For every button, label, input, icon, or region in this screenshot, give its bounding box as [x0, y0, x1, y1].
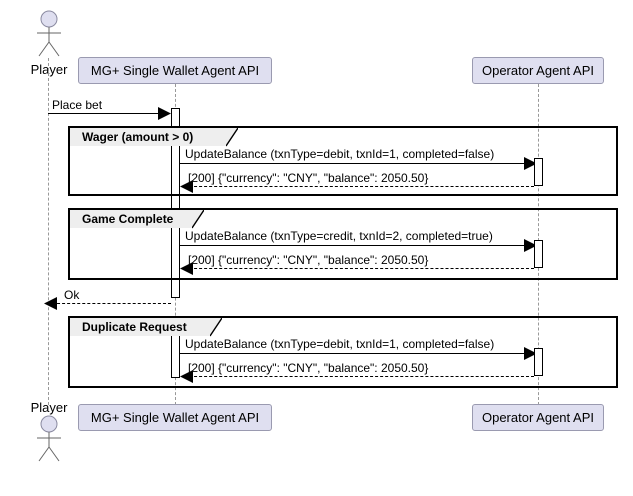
fragment-tab-game-complete — [70, 210, 192, 228]
message-arrowhead-response-2 — [180, 262, 193, 275]
message-arrowhead-update-balance-debit-1 — [524, 157, 537, 170]
activation-operator-2 — [534, 240, 543, 268]
message-label-update-balance-debit-1: UpdateBalance (txnType=debit, txnId=1, c… — [185, 147, 495, 161]
fragment-label-game-complete: Game Complete — [82, 212, 174, 226]
participant-operator-bottom[interactable]: Operator Agent API — [472, 404, 604, 431]
fragment-tab-corner-duplicate-request — [210, 318, 222, 337]
participant-mgplus-bottom[interactable]: MG+ Single Wallet Agent API — [78, 404, 272, 431]
message-label-ok: Ok — [64, 288, 80, 302]
message-arrowhead-update-balance-debit-2 — [524, 347, 537, 360]
message-line-update-balance-debit-2 — [180, 353, 532, 354]
message-label-response-2: [200] {"currency": "CNY", "balance": 205… — [188, 253, 429, 267]
message-arrowhead-place-bet — [158, 107, 171, 120]
message-line-update-balance-credit — [180, 245, 532, 246]
player-actor-bottom-icon — [37, 415, 61, 462]
fragment-game-complete — [68, 208, 618, 280]
message-label-response-1: [200] {"currency": "CNY", "balance": 205… — [188, 171, 429, 185]
message-line-ok — [52, 303, 171, 304]
fragment-tab-corner-game-complete — [192, 210, 204, 229]
player-actor-top-icon — [37, 10, 61, 57]
player-actor-bottom-label: Player — [30, 400, 68, 415]
message-label-response-3: [200] {"currency": "CNY", "balance": 205… — [188, 361, 429, 375]
message-arrowhead-update-balance-credit — [524, 239, 537, 252]
fragment-tab-duplicate-request — [70, 318, 210, 336]
lifeline-player — [48, 58, 49, 405]
fragment-tab-wager — [70, 128, 226, 146]
player-actor-top-label: Player — [30, 62, 68, 77]
fragment-label-wager: Wager (amount > 0) — [82, 130, 194, 144]
message-arrowhead-response-1 — [180, 180, 193, 193]
message-line-place-bet — [48, 113, 167, 114]
activation-mgplus-main — [171, 108, 180, 298]
message-arrowhead-ok — [44, 297, 57, 310]
message-line-response-1 — [184, 186, 534, 187]
fragment-wager — [68, 126, 618, 196]
message-arrowhead-response-3 — [180, 370, 193, 383]
activation-operator-3 — [534, 348, 543, 376]
fragment-tab-corner-wager — [226, 128, 238, 147]
fragment-duplicate-request — [68, 316, 618, 388]
message-line-update-balance-debit-1 — [180, 163, 532, 164]
message-label-update-balance-credit: UpdateBalance (txnType=credit, txnId=2, … — [185, 229, 493, 243]
fragment-label-duplicate-request: Duplicate Request — [82, 320, 187, 334]
participant-mgplus-top[interactable]: MG+ Single Wallet Agent API — [78, 57, 272, 84]
participant-operator-top[interactable]: Operator Agent API — [472, 57, 604, 84]
message-line-response-2 — [184, 268, 534, 269]
activation-operator-1 — [534, 158, 543, 186]
message-line-response-3 — [184, 376, 534, 377]
message-label-update-balance-debit-2: UpdateBalance (txnType=debit, txnId=1, c… — [185, 337, 495, 351]
message-label-place-bet: Place bet — [52, 98, 103, 112]
